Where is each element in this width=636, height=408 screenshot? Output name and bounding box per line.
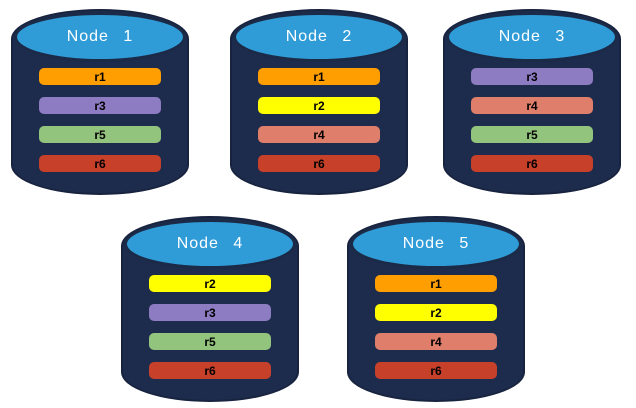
node-1-cylinder-top: Node 1 xyxy=(14,12,186,62)
node-2-cylinder-top: Node 2 xyxy=(233,12,405,62)
node-5-replica-list: r1 r2 r4 r6 xyxy=(375,275,497,379)
node-5-cylinder: Node 5 r1 r2 r4 r6 xyxy=(347,216,525,402)
node-3-title: Node 3 xyxy=(498,28,566,45)
replica-bar: r4 xyxy=(258,126,380,143)
node-1-replica-list: r1 r3 r5 r6 xyxy=(39,68,161,172)
node-4-replica-list: r2 r3 r5 r6 xyxy=(149,275,271,379)
replica-bar: r1 xyxy=(39,68,161,85)
replica-bar: r6 xyxy=(375,362,497,379)
replica-bar: r3 xyxy=(149,304,271,321)
replica-bar: r5 xyxy=(149,333,271,350)
replica-bar: r2 xyxy=(258,97,380,114)
replica-bar: r5 xyxy=(39,126,161,143)
replica-bar: r6 xyxy=(471,155,593,172)
replica-bar: r1 xyxy=(375,275,497,292)
replica-bar: r6 xyxy=(258,155,380,172)
node-4-title: Node 4 xyxy=(176,235,244,252)
replica-bar: r1 xyxy=(258,68,380,85)
node-1-cylinder: Node 1 r1 r3 r5 r6 xyxy=(11,9,189,195)
replica-bar: r3 xyxy=(471,68,593,85)
node-3-cylinder: Node 3 r3 r4 r5 r6 xyxy=(443,9,621,195)
node-1-title: Node 1 xyxy=(66,28,134,45)
node-3-cylinder-top: Node 3 xyxy=(446,12,618,62)
replica-bar: r5 xyxy=(471,126,593,143)
replica-bar: r6 xyxy=(149,362,271,379)
replica-bar: r2 xyxy=(375,304,497,321)
replica-bar: r4 xyxy=(375,333,497,350)
replica-bar: r6 xyxy=(39,155,161,172)
node-4-cylinder: Node 4 r2 r3 r5 r6 xyxy=(121,216,299,402)
node-5-title: Node 5 xyxy=(402,235,470,252)
node-2-title: Node 2 xyxy=(285,28,353,45)
node-5-cylinder-top: Node 5 xyxy=(350,219,522,269)
replica-bar: r4 xyxy=(471,97,593,114)
replica-bar: r3 xyxy=(39,97,161,114)
node-3-replica-list: r3 r4 r5 r6 xyxy=(471,68,593,172)
node-2-replica-list: r1 r2 r4 r6 xyxy=(258,68,380,172)
node-4-cylinder-top: Node 4 xyxy=(124,219,296,269)
replica-bar: r2 xyxy=(149,275,271,292)
node-2-cylinder: Node 2 r1 r2 r4 r6 xyxy=(230,9,408,195)
